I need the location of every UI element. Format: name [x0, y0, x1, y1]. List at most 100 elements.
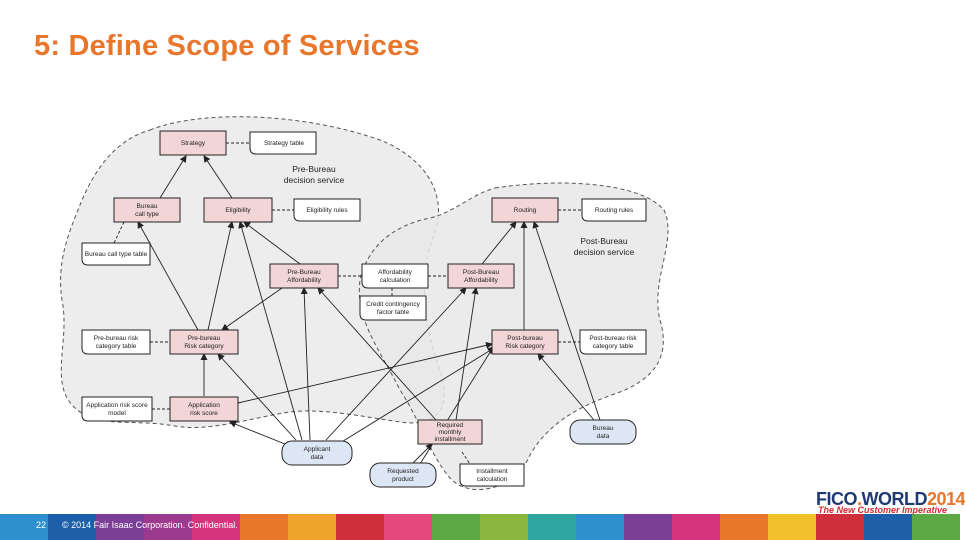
label-routing: Routing — [514, 207, 537, 214]
label-apprisk-2: risk score — [190, 410, 218, 417]
label-k-elig: Eligibility rules — [306, 207, 348, 214]
edge-reqinstall-postafford — [455, 287, 479, 421]
copyright-text: © 2014 Fair Isaac Corporation. Confident… — [62, 520, 238, 530]
kedge-bureaucall — [113, 221, 125, 244]
label-k-credit-1: Credit contingency — [366, 301, 421, 308]
label-k-routing: Routing rules — [595, 207, 634, 214]
label-bureaudata-1: Bureau — [593, 425, 614, 432]
edge-bureaucall-strategy — [159, 155, 187, 199]
input-nodes — [281, 419, 637, 488]
label-k-prerisk-1: Pre-bureau risk — [94, 335, 139, 342]
decision-pre-bureau-risk — [169, 329, 239, 355]
label-strategy: Strategy — [181, 140, 206, 147]
decision-nodes — [113, 130, 559, 445]
label-eligibility: Eligibility — [225, 207, 251, 214]
label-apprisk-1: Application — [188, 402, 220, 409]
label-bureau-call-1: Bureau — [137, 203, 158, 210]
label-requested-1: Requested — [387, 468, 419, 475]
knowledge-requirements — [113, 142, 582, 465]
knowledge-affordability-calculation — [361, 263, 429, 289]
label-k-bureaucall: Bureau call type table — [85, 251, 148, 258]
kedge-install — [461, 451, 471, 465]
decision-pre-bureau-affordability — [269, 263, 339, 289]
label-postafford-2: Affordability — [464, 277, 499, 284]
label-k-strategy: Strategy table — [264, 140, 304, 147]
pre-bureau-region-label-line2: decision service — [284, 175, 345, 185]
node-labels: Strategy Bureau call type Eligibility Ro… — [85, 140, 638, 483]
edge-reqinstall-preafford — [317, 287, 437, 421]
label-k-appmodel-2: model — [108, 410, 126, 417]
knowledge-bureau-call-type-table — [81, 242, 151, 266]
post-bureau-region-label-line1: Post-Bureau — [580, 236, 628, 246]
knowledge-routing-rules — [581, 198, 647, 222]
label-preafford-1: Pre-Bureau — [287, 269, 321, 276]
label-k-postrisk-1: Post-bureau risk — [589, 335, 637, 342]
label-postrisk-2: Risk category — [505, 343, 545, 350]
decision-required-installment — [417, 419, 483, 445]
label-prerisk-1: Pre-bureau — [188, 335, 221, 342]
label-k-afford-1: Affordability — [378, 269, 413, 276]
pre-bureau-region — [60, 116, 445, 428]
label-reqinstall-3: installment — [434, 436, 465, 443]
decision-post-bureau-risk — [491, 329, 559, 355]
decision-routing — [491, 197, 559, 223]
edge-preafford-eligibility — [243, 221, 301, 265]
knowledge-pre-bureau-risk-table — [81, 329, 151, 355]
label-preafford-2: Affordability — [287, 277, 322, 284]
edge-prerisk-bureaucall — [137, 221, 199, 331]
footer-color-bar — [0, 514, 960, 540]
decision-eligibility — [203, 197, 273, 223]
knowledge-credit-contingency — [359, 295, 427, 321]
edge-requested-reqinstall — [411, 443, 433, 465]
label-applicant-1: Applicant — [304, 446, 331, 453]
edge-eligibility-strategy — [203, 155, 233, 199]
edge-bureaudata-routing — [532, 221, 601, 421]
knowledge-post-bureau-risk-table — [579, 329, 647, 355]
edge-apprisk-postrisk — [237, 341, 493, 404]
knowledge-nodes — [81, 131, 647, 487]
label-postafford-1: Post-Bureau — [463, 269, 500, 276]
edge-applicant-prerisk — [217, 353, 297, 441]
knowledge-strategy-table — [249, 131, 317, 155]
decision-application-risk-score — [169, 396, 239, 422]
edge-prerisk-eligibility — [207, 221, 235, 331]
knowledge-installment-calculation — [459, 463, 525, 487]
edge-applicant-eligibility — [238, 221, 303, 441]
input-requested-product — [369, 462, 437, 488]
label-applicant-2: data — [311, 454, 324, 461]
decision-post-bureau-affordability — [447, 263, 515, 289]
edge-applicant-postafford — [325, 287, 467, 441]
label-requested-2: product — [392, 476, 414, 483]
label-reqinstall-2: monthly — [439, 429, 463, 436]
label-bureaudata-2: data — [597, 433, 610, 440]
edge-applicant-apprisk — [229, 420, 291, 447]
label-bureau-call-2: call type — [135, 211, 159, 218]
label-k-afford-2: calculation — [380, 277, 411, 284]
label-reqinstall-1: Required — [437, 422, 464, 429]
edge-bureaudata-postrisk — [537, 353, 595, 421]
fico-world-logo: FICO.WORLD2014 — [816, 489, 965, 509]
edge-applicant-postrisk — [339, 347, 495, 444]
page-number: 22 — [36, 520, 47, 530]
knowledge-application-model — [81, 396, 153, 422]
knowledge-eligibility-rules — [293, 198, 361, 222]
label-k-install-2: calculation — [477, 476, 508, 483]
label-k-prerisk-2: category table — [96, 343, 137, 350]
decision-bureau-call-type — [113, 197, 181, 223]
information-requirements — [137, 155, 601, 465]
label-postrisk-1: Post-bureau — [507, 335, 543, 342]
label-k-postrisk-2: category table — [593, 343, 634, 350]
label-k-appmodel-1: Application risk score — [86, 402, 148, 409]
decision-strategy — [159, 130, 227, 156]
label-k-install-1: Installment — [476, 468, 508, 475]
slide-title: 5: Define Scope of Services — [34, 30, 420, 62]
label-prerisk-2: Risk category — [184, 343, 224, 350]
input-bureau-data — [569, 419, 637, 445]
pre-bureau-region-label-line1: Pre-Bureau — [292, 164, 336, 174]
edge-applicant-preafford — [300, 287, 311, 441]
label-k-credit-2: factor table — [377, 309, 410, 316]
brand-tagline: The New Customer Imperative — [818, 505, 948, 515]
edge-preafford-prerisk — [221, 287, 283, 331]
input-applicant-data — [281, 440, 353, 466]
